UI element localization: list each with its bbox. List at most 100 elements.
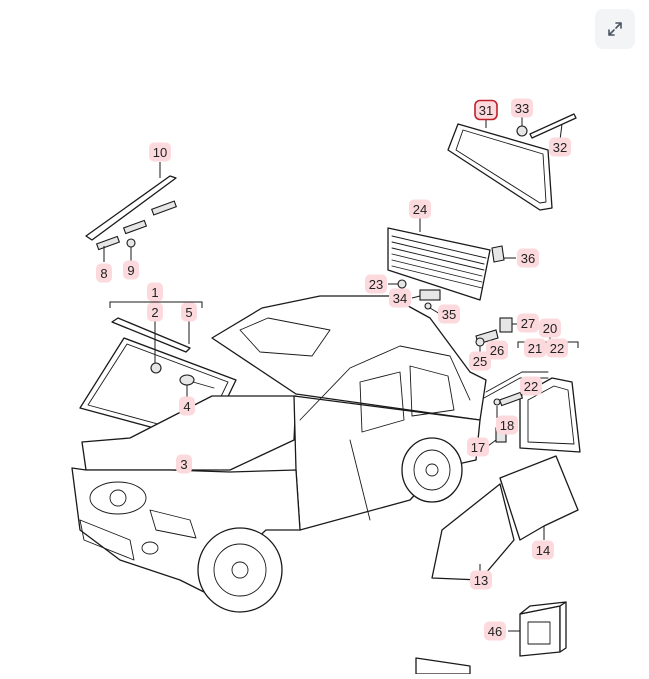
- callout-label: 24: [413, 202, 427, 217]
- callout-label: 13: [474, 573, 488, 588]
- callout-27[interactable]: 27: [517, 313, 539, 333]
- roof-clip-a: [95, 235, 121, 251]
- callout-label: 26: [490, 343, 504, 358]
- roof-clip-c: [150, 200, 178, 216]
- callout-badge-bg: [147, 302, 163, 322]
- callout-14[interactable]: 14: [532, 540, 554, 560]
- sensor: [179, 374, 195, 386]
- grille: [89, 481, 147, 515]
- callout-36[interactable]: 36: [517, 248, 539, 268]
- callout-3[interactable]: 3: [176, 454, 192, 474]
- expand-arrows-icon: [608, 22, 622, 36]
- expand-button[interactable]: [595, 9, 635, 49]
- roof-rail-strip: [85, 175, 177, 241]
- callout-badge-bg: [474, 99, 498, 121]
- callout-badge-bg: [179, 396, 195, 416]
- callout-label: 33: [515, 101, 529, 116]
- roof-clip-b: [122, 219, 148, 235]
- callout-badge-bg: [524, 338, 546, 358]
- callout-label: 22: [524, 379, 538, 394]
- callout-label: 2: [151, 305, 158, 320]
- roof-screw: [126, 238, 136, 248]
- callout-badge-bg: [365, 274, 387, 294]
- callout-label: 35: [442, 307, 456, 322]
- callout-label: 17: [471, 440, 485, 455]
- callout-32[interactable]: 32: [549, 137, 571, 157]
- callout-label: 34: [393, 291, 407, 306]
- callout-label: 31: [479, 103, 493, 118]
- callout-badge-bg: [520, 376, 542, 396]
- door-glass-14: [499, 455, 579, 541]
- callout-31[interactable]: 31: [474, 99, 498, 121]
- callout-22[interactable]: 22: [546, 338, 568, 358]
- clip-33: [516, 125, 528, 137]
- callout-10[interactable]: 10: [149, 142, 171, 162]
- callout-label: 1: [151, 285, 158, 300]
- callout-badge-bg: [469, 351, 491, 371]
- callout-badge-bg: [123, 260, 139, 280]
- callout-label: 18: [500, 418, 514, 433]
- connector-36: [491, 245, 505, 263]
- callout-21[interactable]: 21: [524, 338, 546, 358]
- callout-2[interactable]: 2: [147, 302, 163, 322]
- callout-22[interactable]: 22: [520, 376, 542, 396]
- callout-1[interactable]: 1: [147, 282, 163, 302]
- callout-badge-bg: [181, 302, 197, 322]
- callout-label: 46: [488, 624, 502, 639]
- callout-20[interactable]: 20: [539, 318, 561, 338]
- nut-23: [397, 279, 407, 289]
- callout-badge-bg: [486, 340, 508, 360]
- callout-24[interactable]: 24: [409, 199, 431, 219]
- callout-33[interactable]: 33: [511, 98, 533, 118]
- callout-5[interactable]: 5: [181, 302, 197, 322]
- mirror-mount: [150, 362, 162, 374]
- callout-label: 32: [553, 140, 567, 155]
- callout-18[interactable]: 18: [496, 415, 518, 435]
- callout-label: 8: [100, 266, 107, 281]
- callout-badge-bg: [532, 540, 554, 560]
- side-glass-group: [475, 317, 581, 453]
- badge-logo: [109, 489, 127, 507]
- callout-label: 27: [521, 316, 535, 331]
- callout-label: 36: [521, 251, 535, 266]
- rear-window-glass: [447, 123, 553, 211]
- front-wheel: [197, 527, 283, 613]
- partial-part: [415, 657, 471, 675]
- callout-badge-bg: [496, 415, 518, 435]
- callout-34[interactable]: 34: [389, 288, 411, 308]
- callout-26[interactable]: 26: [486, 340, 508, 360]
- callout-9[interactable]: 9: [123, 260, 139, 280]
- callout-badge-bg: [409, 199, 431, 219]
- callout-badge-bg: [438, 304, 460, 324]
- callout-badge-bg: [484, 621, 506, 641]
- callout-label: 21: [528, 341, 542, 356]
- callout-label: 4: [183, 399, 190, 414]
- callout-8[interactable]: 8: [96, 263, 112, 283]
- strut-32: [529, 113, 577, 139]
- callout-13[interactable]: 13: [470, 570, 492, 590]
- callout-35[interactable]: 35: [438, 304, 460, 324]
- callout-17[interactable]: 17: [467, 437, 489, 457]
- heated-glass: [387, 227, 491, 301]
- callout-label: 10: [153, 145, 167, 160]
- callout-46[interactable]: 46: [484, 621, 506, 641]
- callout-label: 22: [550, 341, 564, 356]
- callout-25[interactable]: 25: [469, 351, 491, 371]
- callout-badge-bg: [470, 570, 492, 590]
- bracket-34: [419, 289, 441, 301]
- callout-label: 9: [127, 263, 134, 278]
- callout-label: 5: [185, 305, 192, 320]
- callout-badge-bg: [546, 338, 568, 358]
- callout-badge-bg: [96, 263, 112, 283]
- callout-23[interactable]: 23: [365, 274, 387, 294]
- callout-badge-bg: [149, 142, 171, 162]
- heated-glass-group: [387, 218, 516, 315]
- callout-badge-bg: [539, 318, 561, 338]
- callout-label: 20: [543, 321, 557, 336]
- clip-27: [499, 317, 513, 333]
- box-46: [519, 605, 561, 657]
- callout-4[interactable]: 4: [179, 396, 195, 416]
